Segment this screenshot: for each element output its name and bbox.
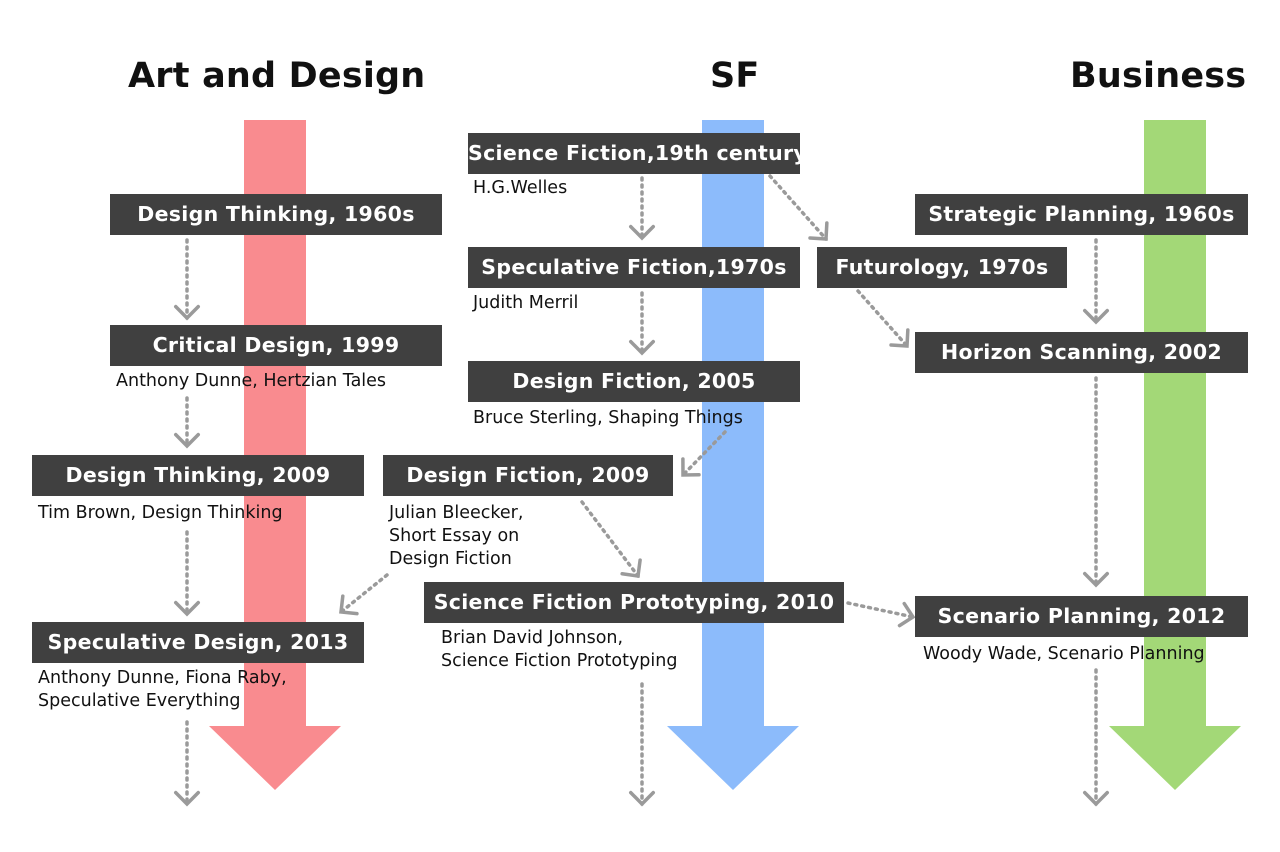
caption-line: Woody Wade, Scenario Planning <box>923 644 1205 664</box>
node-futurology-1970s: Futurology, 1970s <box>817 247 1067 288</box>
caption-line: Anthony Dunne, Hertzian Tales <box>116 371 387 391</box>
caption-line: Short Essay on <box>389 526 520 546</box>
connector-arrowhead <box>339 594 359 616</box>
connector-arrowhead <box>173 432 201 449</box>
caption-critical-design-1999: Anthony Dunne, Hertzian Tales <box>116 370 386 393</box>
node-design-fiction-2009: Design Fiction, 2009 <box>383 455 673 496</box>
connector-dots <box>768 174 828 241</box>
connector-arrowhead <box>173 600 201 617</box>
connector-dots <box>681 430 727 477</box>
caption-line: Tim Brown, Design Thinking <box>38 503 283 523</box>
caption-design-fiction-2005: Bruce Sterling, Shaping Things <box>473 407 743 430</box>
connector-strategic-planning-to-horizon-scanning <box>1082 238 1110 325</box>
node-strategic-planning-1960s: Strategic Planning, 1960s <box>915 194 1248 235</box>
column-title-art-and-design: Art and Design <box>128 56 426 96</box>
caption-line: Bruce Sterling, Shaping Things <box>473 408 743 428</box>
connector-arrowhead <box>173 790 201 807</box>
connector-design-fiction-2005-to-2009 <box>681 430 727 477</box>
connector-sf19-to-futurology <box>768 174 829 241</box>
node-design-fiction-2005: Design Fiction, 2005 <box>468 361 800 402</box>
connector-arrowhead <box>628 790 656 807</box>
caption-line: Science Fiction Prototyping <box>441 651 678 671</box>
connector-arrowhead <box>173 304 201 321</box>
connector-critical-design-to-design-thinking-2009 <box>173 396 201 449</box>
connector-arrowhead <box>1082 308 1110 325</box>
connector-arrowhead <box>628 224 656 241</box>
connector-arrowhead <box>628 339 656 356</box>
caption-line: Speculative Everything <box>38 691 241 711</box>
connector-arrowhead <box>808 221 829 241</box>
connector-dots <box>846 601 915 619</box>
connector-design-fiction-2009-to-sf-prototyping <box>580 500 642 578</box>
connector-sf19-to-speculative-fiction <box>628 176 656 241</box>
business-column-arrow <box>1109 120 1241 790</box>
connector-arrowhead <box>897 601 916 628</box>
connector-sf-prototyping-to-scenario-planning <box>846 601 916 628</box>
caption-line: H.G.Welles <box>473 178 568 198</box>
node-speculative-design-2013: Speculative Design, 2013 <box>32 622 364 663</box>
connector-speculative-fiction-to-design-fiction-2005 <box>628 291 656 356</box>
node-critical-design-1999: Critical Design, 1999 <box>110 325 442 366</box>
node-design-thinking-1960s: Design Thinking, 1960s <box>110 194 442 235</box>
connector-arrowhead <box>889 328 910 348</box>
connector-dots <box>856 289 909 348</box>
column-title-business: Business <box>1070 56 1247 96</box>
caption-speculative-fiction-1970s: Judith Merril <box>473 292 578 315</box>
caption-line: Judith Merril <box>473 293 579 313</box>
node-speculative-fiction-1970s: Speculative Fiction,1970s <box>468 247 800 288</box>
node-design-thinking-2009: Design Thinking, 2009 <box>32 455 364 496</box>
connector-dots <box>580 500 640 578</box>
caption-line: Anthony Dunne, Fiona Raby, <box>38 668 287 688</box>
connector-design-fiction-2009-to-speculative-design <box>339 573 389 616</box>
caption-design-fiction-2009: Julian Bleecker, Short Essay on Design F… <box>389 502 523 571</box>
caption-line: Design Fiction <box>389 549 512 569</box>
node-scenario-planning-2012: Scenario Planning, 2012 <box>915 596 1248 637</box>
node-science-fiction-prototyping-2010: Science Fiction Prototyping, 2010 <box>424 582 844 623</box>
caption-line: Brian David Johnson, <box>441 628 624 648</box>
connector-design-thinking-1960s-to-critical-design <box>173 238 201 321</box>
column-title-sf: SF <box>710 56 760 96</box>
caption-scenario-planning-2012: Woody Wade, Scenario Planning <box>923 643 1205 666</box>
connector-arrowhead <box>620 558 642 578</box>
node-horizon-scanning-2002: Horizon Scanning, 2002 <box>915 332 1248 373</box>
connector-dots <box>339 573 389 614</box>
connector-futurology-to-horizon-scanning <box>856 289 910 348</box>
connector-design-thinking-2009-to-speculative-design <box>173 530 201 617</box>
connector-sf-prototyping-continues <box>628 682 656 807</box>
caption-science-fiction-19th-century: H.G.Welles <box>473 177 567 200</box>
sf-column-arrow <box>667 120 799 790</box>
connector-speculative-design-continues <box>173 720 201 807</box>
connector-scenario-planning-continues <box>1082 668 1110 807</box>
connector-horizon-scanning-to-scenario-planning <box>1082 376 1110 588</box>
caption-line: Julian Bleecker, <box>389 503 524 523</box>
connector-arrowhead <box>1082 571 1110 588</box>
connector-arrowhead <box>1082 790 1110 807</box>
connector-arrowhead <box>681 457 701 477</box>
caption-design-thinking-2009: Tim Brown, Design Thinking <box>38 502 283 525</box>
caption-science-fiction-prototyping-2010: Brian David Johnson, Science Fiction Pro… <box>441 627 677 673</box>
caption-speculative-design-2013: Anthony Dunne, Fiona Raby, Speculative E… <box>38 667 287 713</box>
node-science-fiction-19th-century: Science Fiction,19th century <box>468 133 807 174</box>
